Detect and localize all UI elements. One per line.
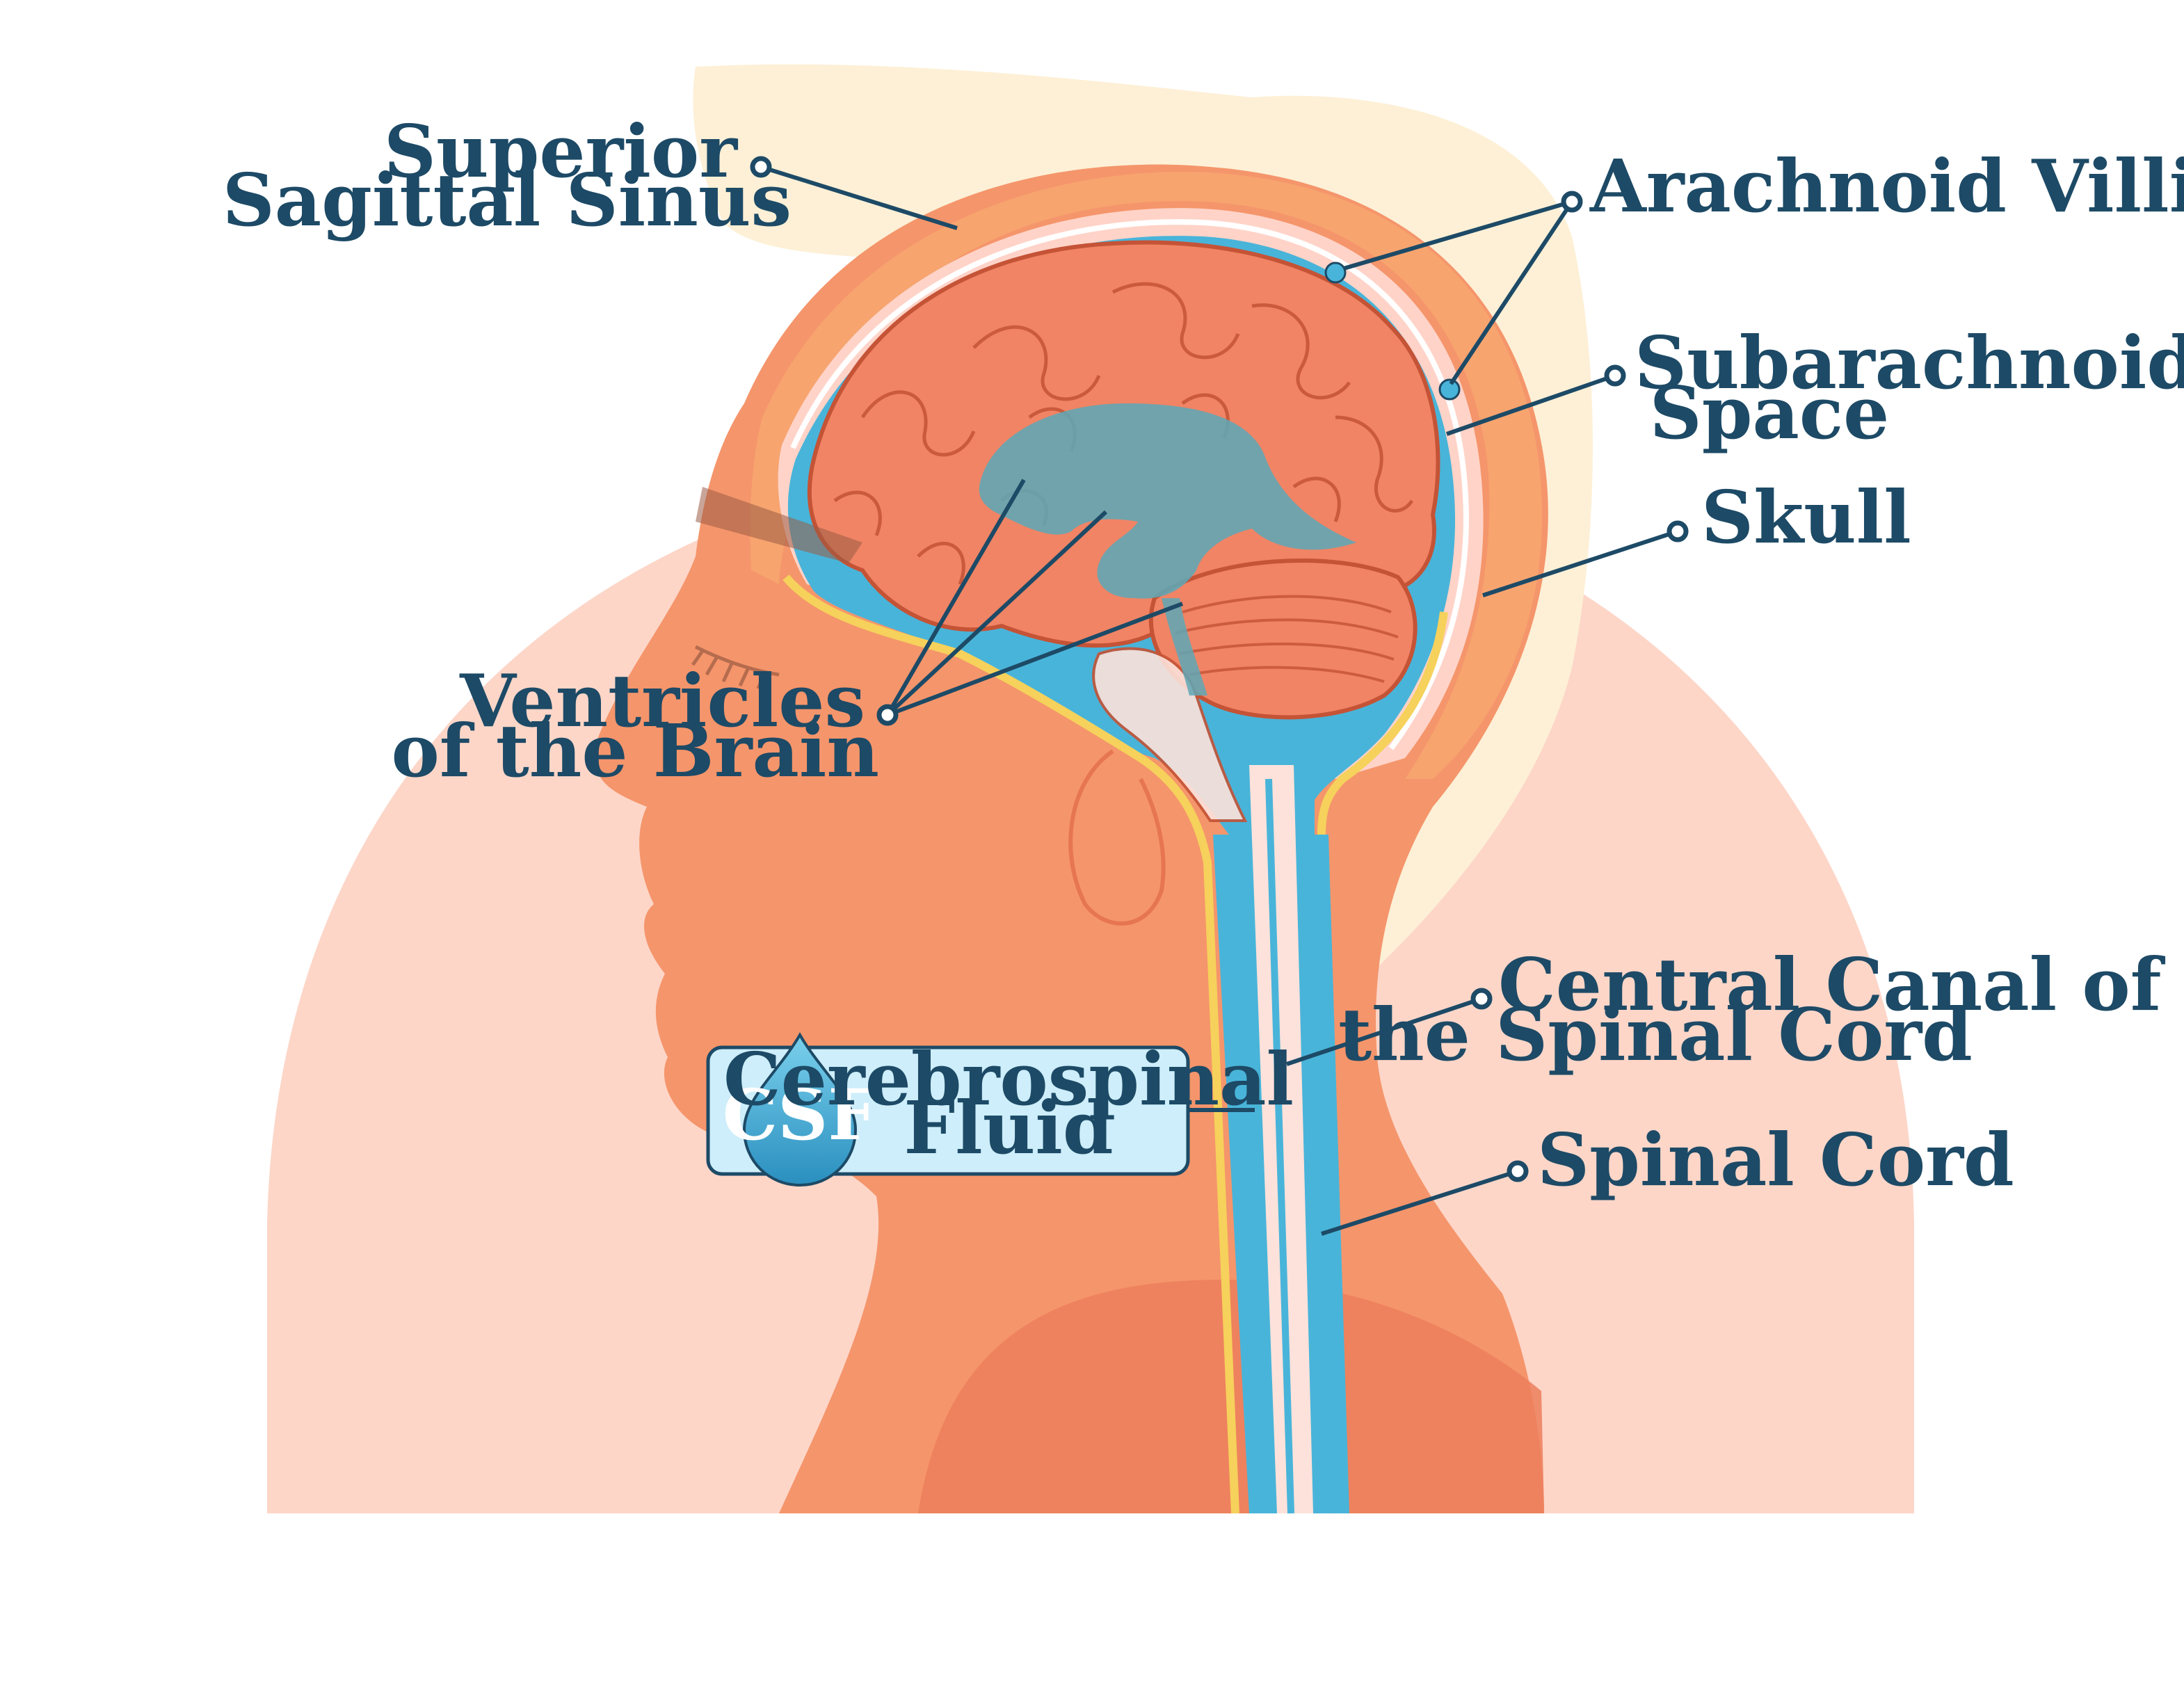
label-text: of the Brain bbox=[391, 708, 879, 794]
label-central-canal: Central Canal of the Spinal Cord bbox=[1286, 942, 2166, 1077]
arachnoid-outline bbox=[790, 219, 1469, 750]
ventricles bbox=[979, 403, 1356, 599]
central-canal bbox=[1265, 778, 1294, 1514]
legend-title-line1: Cerebrospinal bbox=[723, 1036, 1294, 1122]
csf-legend: CSF Cerebrospinal Fluid bbox=[706, 1032, 1294, 1187]
dura-line-back bbox=[1317, 611, 1448, 1514]
label-skull: Skull bbox=[1482, 474, 1911, 597]
brain-gyri bbox=[833, 282, 1414, 585]
cerebellum-folia bbox=[1175, 595, 1399, 683]
label-ventricles: Ventricles of the Brain bbox=[391, 478, 1184, 794]
legend-title-line2: Fluid bbox=[904, 1085, 1113, 1171]
water-drop-icon bbox=[742, 1032, 858, 1187]
csf-badge-text: CSF bbox=[723, 1074, 878, 1156]
aqueduct bbox=[1162, 598, 1207, 695]
nasal-shadow bbox=[696, 487, 862, 563]
dura-line-front bbox=[782, 574, 1239, 1514]
skull bbox=[750, 171, 1543, 779]
label-text: Arachnoid Villi bbox=[1589, 143, 2184, 229]
label-spinal-cord: Spinal Cord bbox=[1321, 1117, 2014, 1236]
label-text: Superior bbox=[384, 108, 738, 194]
brainstem bbox=[1092, 647, 1248, 822]
label-text: the Spinal Cord bbox=[1338, 992, 1973, 1077]
label-superior-sagittal-sinus: Superior Sagittal Sinus bbox=[223, 108, 958, 243]
ear bbox=[1068, 749, 1166, 926]
label-text: Spinal Cord bbox=[1537, 1117, 2014, 1203]
label-text: Subarachnoid bbox=[1635, 320, 2184, 405]
label-text: Ventricles bbox=[459, 658, 865, 743]
eyelashes bbox=[691, 645, 780, 689]
label-text: Sagittal Sinus bbox=[223, 157, 792, 243]
arachnoid-villus-side bbox=[1438, 378, 1461, 401]
label-text: Space bbox=[1650, 370, 1890, 456]
label-subarachnoid-space: Subarachnoid Space bbox=[1446, 320, 2184, 456]
label-text: Central Canal of bbox=[1498, 942, 2166, 1027]
label-text: Skull bbox=[1701, 474, 1911, 560]
label-arachnoid-villi: Arachnoid Villi bbox=[1343, 143, 2184, 385]
arachnoid-villus-top bbox=[1324, 262, 1347, 284]
